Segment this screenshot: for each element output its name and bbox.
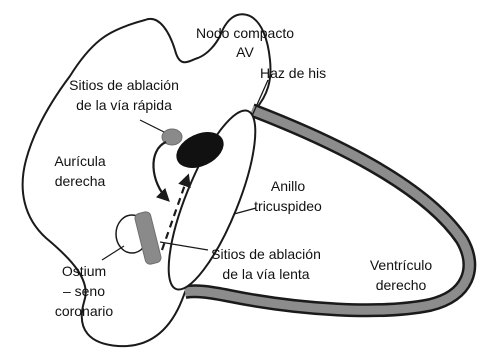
slow-path-label-line1: Sitios de ablación xyxy=(211,246,321,262)
right-atrium-label-line2: derecha xyxy=(55,173,106,189)
slow-path-label-line2: de la vía lenta xyxy=(222,266,309,282)
ostium-label-line2: – seno xyxy=(63,283,105,299)
tricuspid-ring-label-line1: Anillo xyxy=(271,178,305,194)
tricuspid-ring-label-line2: tricuspideo xyxy=(254,198,322,214)
ostium-label-line1: Ostium xyxy=(62,263,106,279)
his-bundle-label: Haz de his xyxy=(260,65,326,81)
right-ventricle-label-line1: Ventrículo xyxy=(370,257,432,273)
fast-path-label-line1: Sitios de ablación xyxy=(69,77,179,93)
right-atrium-label-line1: Aurícula xyxy=(54,153,106,169)
fast-path-label-line2: de la vía rápida xyxy=(76,97,172,113)
ostium-label-line3: coronario xyxy=(55,303,114,319)
right-ventricle-label-line2: derecho xyxy=(376,277,427,293)
compact-node-label-line2: AV xyxy=(236,44,254,60)
compact-node-label-line1: Nodo compacto xyxy=(196,25,294,41)
